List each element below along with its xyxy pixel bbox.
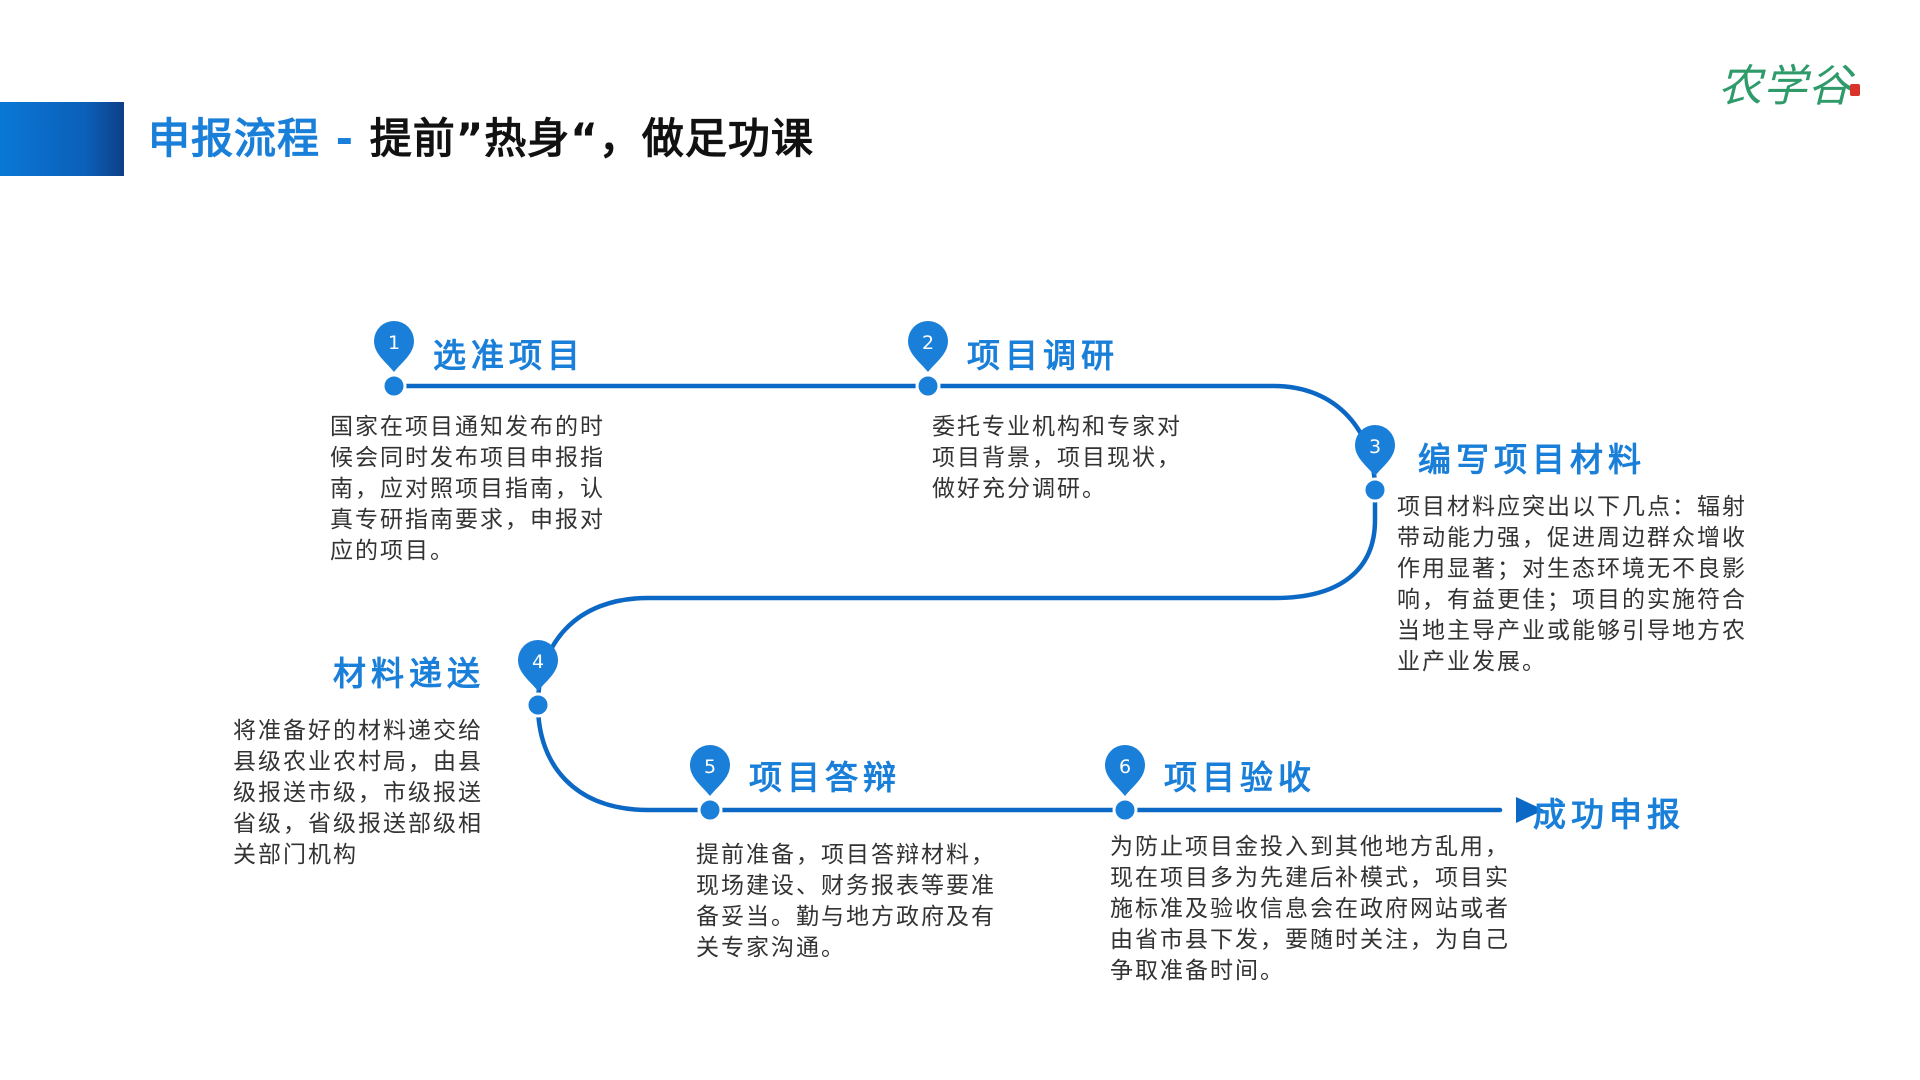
step-title-4: 材料递送: [333, 654, 485, 693]
step-marker-1: 1: [374, 321, 414, 399]
step-number-1: 1: [388, 332, 400, 354]
brand-logo: 农学谷: [1718, 58, 1860, 116]
process-flow-arrowhead: [1516, 797, 1544, 823]
step-marker-3: 3: [1355, 425, 1395, 503]
step-marker-4: 4: [518, 640, 558, 718]
step-description-6: 为防止项目金投入到其他地方乱用，现在项目多为先建后补模式，项目实施标准及验收信息…: [1110, 834, 1510, 984]
step-description-5: 提前准备，项目答辩材料，现场建设、财务报表等要准备妥当。勤与地方政府及有关专家沟…: [696, 842, 996, 961]
step-title-2: 项目调研: [967, 336, 1119, 375]
end-label-success: 成功申报: [1533, 795, 1685, 834]
step-title-3: 编写项目材料: [1418, 440, 1646, 479]
step-description-2: 委托专业机构和专家对项目背景，项目现状，做好充分调研。: [932, 414, 1182, 502]
step-description-3: 项目材料应突出以下几点：辐射带动能力强，促进周边群众增收作用显著；对生态环境无不…: [1397, 494, 1747, 675]
step-marker-2: 2: [908, 321, 948, 399]
step-description-4: 将准备好的材料递交给县级农业农村局，由县级报送市级，市级报送省级，省级报送部级相…: [233, 718, 483, 868]
step-number-3: 3: [1369, 436, 1381, 458]
step-number-4: 4: [532, 651, 544, 673]
title-accent-bar: [0, 102, 124, 176]
page-title-main: 申报流程: [148, 114, 321, 163]
brand-logo-seal: [1850, 84, 1860, 96]
step-number-2: 2: [922, 332, 934, 354]
step-number-5: 5: [704, 756, 716, 778]
page-title-subtitle: 提前”热身“，做足功课: [369, 114, 814, 163]
page-title-separator: -: [320, 114, 370, 163]
step-title-1: 选准项目: [433, 336, 585, 375]
page-title: 申报流程 - 提前”热身“，做足功课: [148, 108, 814, 170]
brand-logo-text: 农学谷: [1718, 61, 1853, 112]
step-description-1: 国家在项目通知发布的时候会同时发布项目申报指南，应对照项目指南，认真专研指南要求…: [330, 414, 605, 564]
step-title-6: 项目验收: [1164, 758, 1316, 797]
step-title-5: 项目答辩: [749, 758, 901, 797]
step-number-6: 6: [1119, 756, 1131, 778]
step-marker-5: 5: [690, 745, 730, 823]
step-marker-6: 6: [1105, 745, 1145, 823]
